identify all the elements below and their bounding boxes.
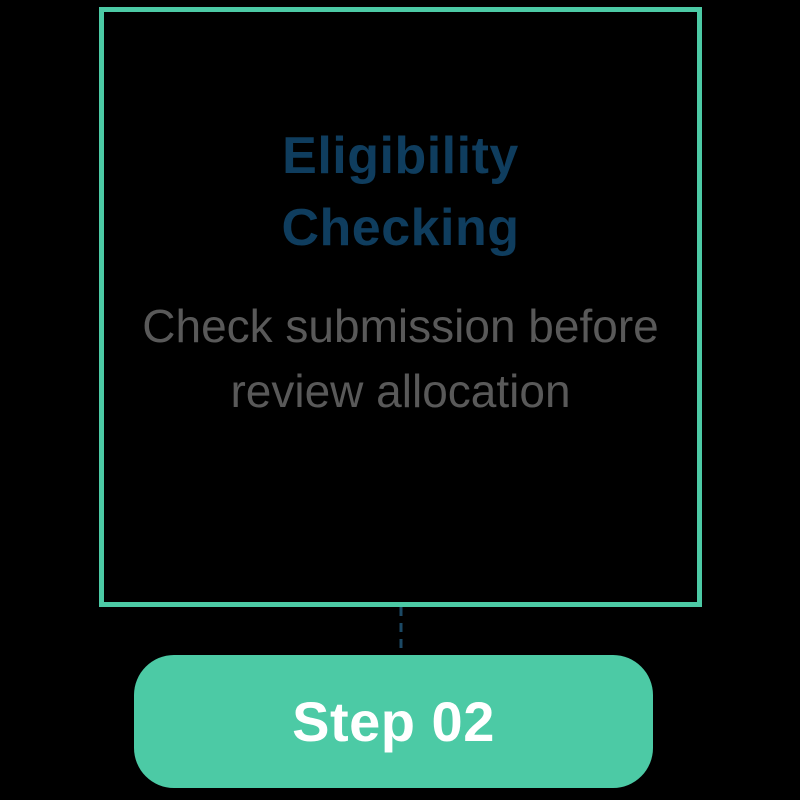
step-card: Eligibility Checking Check submission be… — [99, 7, 702, 607]
step-badge-label: Step 02 — [292, 690, 495, 753]
step-card-title: Eligibility Checking — [281, 127, 520, 257]
connector-dashed-line — [398, 607, 404, 655]
dashed-line-icon — [399, 607, 403, 655]
step-badge: Step 02 — [134, 655, 653, 788]
step-card-description: Check submission before review allocatio… — [142, 300, 659, 417]
